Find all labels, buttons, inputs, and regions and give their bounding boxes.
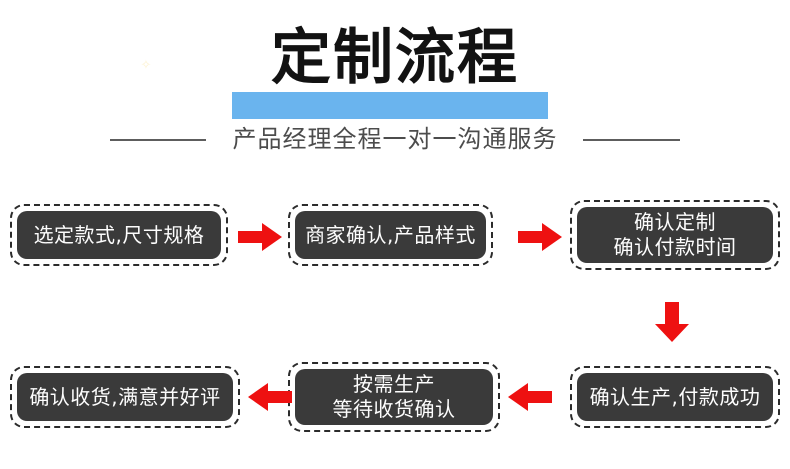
flow-step-5-body: 按需生产 等待收货确认 [295, 369, 493, 425]
flow-step-5-line-1: 按需生产 [353, 372, 435, 396]
flow-step-4[interactable]: 确认生产,付款成功 [570, 366, 780, 428]
flow-step-1-line-1: 选定款式,尺寸规格 [33, 222, 205, 247]
header: 定制流程 ✧ 产品经理全程一对一沟通服务 [0, 0, 790, 175]
flow-step-6[interactable]: 确认收货,满意并好评 [10, 366, 240, 428]
arrow-down-icon [654, 302, 690, 342]
flow-step-5[interactable]: 按需生产 等待收货确认 [288, 362, 500, 432]
flow-step-1[interactable]: 选定款式,尺寸规格 [10, 204, 228, 266]
flow-step-3-line-2: 确认付款时间 [613, 235, 737, 259]
flow-step-4-body: 确认生产,付款成功 [577, 373, 773, 421]
arrow-left-icon-1 [508, 382, 552, 412]
flow-step-3-line-1: 确认定制 [634, 210, 716, 234]
subtitle-block: 产品经理全程一对一沟通服务 [0, 122, 790, 158]
arrow-right-icon-2 [518, 222, 562, 252]
page-subtitle: 产品经理全程一对一沟通服务 [232, 125, 558, 153]
divider-line-right [583, 139, 680, 141]
arrow-left-icon-2 [248, 382, 292, 412]
flow-step-6-body: 确认收货,满意并好评 [17, 373, 233, 421]
flow-step-1-body: 选定款式,尺寸规格 [17, 211, 221, 259]
watermark-icon: ✧ [140, 58, 152, 73]
divider-line-left [110, 139, 206, 141]
flow-step-2-line-1: 商家确认,产品样式 [305, 222, 476, 247]
flow-step-3[interactable]: 确认定制 确认付款时间 [570, 200, 780, 270]
page-title: 定制流程 [271, 23, 519, 93]
flow-step-6-line-1: 确认收货,满意并好评 [29, 384, 221, 409]
flow-step-4-line-1: 确认生产,付款成功 [589, 384, 761, 409]
title-block: 定制流程 ✧ [0, 14, 790, 119]
flow-step-3-body: 确认定制 确认付款时间 [577, 207, 773, 263]
flow-step-2[interactable]: 商家确认,产品样式 [288, 204, 493, 266]
flow-step-2-body: 商家确认,产品样式 [295, 211, 486, 259]
title-highlight-bar [232, 92, 548, 119]
flow-step-5-line-2: 等待收货确认 [332, 397, 456, 421]
arrow-right-icon-1 [238, 222, 282, 252]
